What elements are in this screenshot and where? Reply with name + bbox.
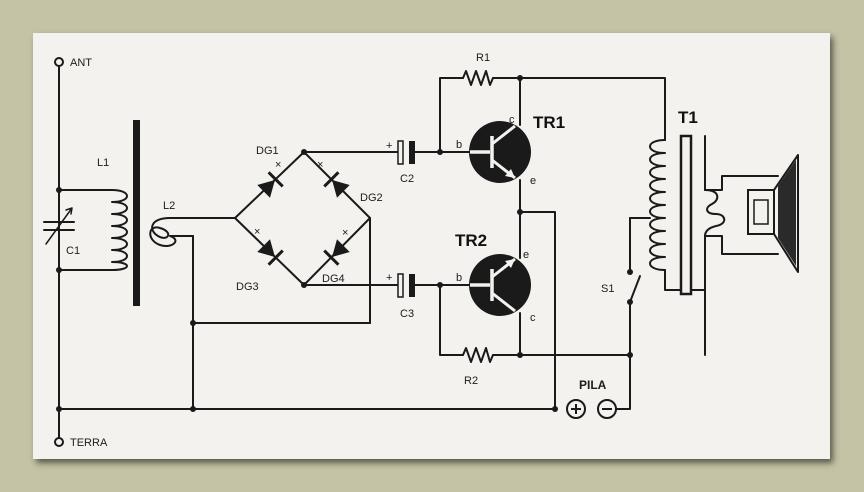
polarity-mark: × <box>275 159 281 171</box>
battery-minus-wire <box>615 354 631 410</box>
tank-wires <box>58 189 113 271</box>
label-l1: L1 <box>97 157 109 169</box>
label-t1: T1 <box>678 108 698 127</box>
label-c3: C3 <box>400 308 414 320</box>
polarity-mark: × <box>254 226 260 238</box>
circuit-diagram: ANT TERRA C1 L1 L2 DG1 × DG2 <box>43 52 799 449</box>
tr2-emitter-label: e <box>523 249 529 261</box>
label-s1: S1 <box>601 283 614 295</box>
r1-wires <box>439 77 666 153</box>
r2-wires <box>439 284 631 356</box>
polarity-mark: × <box>342 227 348 239</box>
transformer-core <box>679 134 693 296</box>
transistor-tr2 <box>469 254 531 316</box>
label-l2: L2 <box>163 200 175 212</box>
label-dg3: DG3 <box>236 281 259 293</box>
label-c1: C1 <box>66 245 80 257</box>
label-pila: PILA <box>579 378 607 392</box>
resistor-r1 <box>462 70 494 86</box>
junction-dot <box>627 352 633 358</box>
junction-dot <box>56 187 62 193</box>
switch-s1 <box>627 269 641 305</box>
resistor-r2 <box>462 347 494 363</box>
label-dg1: DG1 <box>256 145 279 157</box>
transformer-t1-primary <box>649 139 666 271</box>
label-r2: R2 <box>464 375 478 387</box>
junction-dot <box>56 406 62 412</box>
transformer-t1-secondary <box>704 189 726 237</box>
ground-terminal <box>54 437 64 447</box>
diode-dg2 <box>323 171 350 198</box>
battery-plus-terminal <box>566 399 586 419</box>
schematic-frame: ANT TERRA C1 L1 L2 DG1 × DG2 <box>33 33 830 459</box>
label-tr2: TR2 <box>455 231 487 250</box>
ferrite-core <box>133 120 140 306</box>
polarity-mark: × <box>317 159 323 171</box>
c2-plus: + <box>386 140 392 152</box>
speaker-wires <box>704 175 779 255</box>
coil-l2 <box>149 217 236 410</box>
tr2-collector-label: c <box>530 312 536 324</box>
c3-plus: + <box>386 272 392 284</box>
label-tr1: TR1 <box>533 113 565 132</box>
variable-capacitor-c1 <box>43 207 75 245</box>
antenna-terminal <box>54 57 64 67</box>
label-dg4: DG4 <box>322 273 345 285</box>
capacitor-c2 <box>397 140 415 165</box>
junction-dot <box>56 267 62 273</box>
tr2-base-label: b <box>456 272 462 284</box>
tr1-base-label: b <box>456 139 462 151</box>
coil-l1 <box>111 189 128 271</box>
junction-dot <box>190 406 196 412</box>
battery-minus-terminal <box>597 399 617 419</box>
label-c2: C2 <box>400 173 414 185</box>
diode-dg1 <box>257 171 284 198</box>
tr1-wires <box>519 77 556 410</box>
tr1-collector-label: c <box>509 114 515 126</box>
tr1-emitter-label: e <box>530 175 536 187</box>
diode-dg3 <box>257 239 284 266</box>
speaker-icon <box>747 154 799 273</box>
transistor-tr1 <box>469 121 531 183</box>
diode-bridge-outline <box>234 151 371 286</box>
label-ant: ANT <box>70 57 92 69</box>
label-dg2: DG2 <box>360 192 383 204</box>
diode-dg4 <box>323 239 350 266</box>
capacitor-c3 <box>397 273 415 298</box>
junction-dot <box>190 320 196 326</box>
label-r1: R1 <box>476 52 490 64</box>
label-terra: TERRA <box>70 437 108 449</box>
